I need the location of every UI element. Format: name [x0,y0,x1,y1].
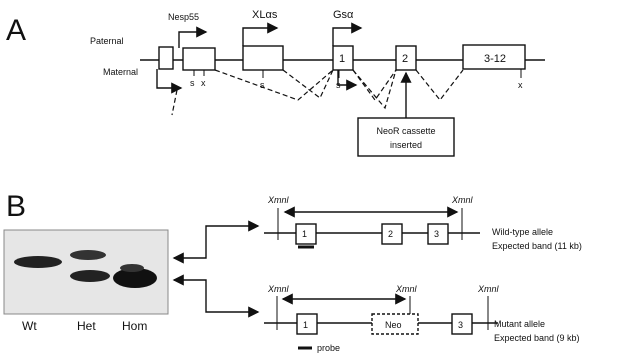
site-s: s [260,80,265,90]
nesp55-small-exon [159,47,173,69]
lane-wt: Wt [22,319,37,333]
mut-neo-label: Neo [385,320,402,330]
splice-line [353,70,396,108]
maternal-promoter-arrow [157,69,181,88]
exon-2-label: 2 [402,53,408,65]
mut-right-xmnl: Xmnl [477,284,500,294]
mut-exon-1-label: 1 [303,320,308,330]
neo-note-line1: NeoR cassette [376,126,435,136]
neo-cassette-box [358,118,454,156]
nesp55-exon [183,48,215,70]
maternal-dashed-tail [172,90,177,115]
probe-legend-label: probe [317,343,340,353]
gsa-promoter-arrow [333,28,361,46]
wt-right-xmnl: Xmnl [451,195,474,205]
mut-caption-2: Expected band (9 kb) [494,333,580,343]
splice-line [283,70,333,98]
mut-caption-1: Mutant allele [494,319,545,329]
exon-1-label: 1 [339,53,345,65]
splice-line [215,70,333,100]
wt-caption-1: Wild-type allele [492,227,553,237]
lane-hom: Hom [122,319,147,333]
lane-het: Het [77,319,96,333]
mutant-pointer-arrow [174,280,258,312]
site-x: x [201,78,206,88]
gsa-label: Gsα [333,9,354,21]
site-s: s [336,80,341,90]
wt-left-xmnl: Xmnl [267,195,290,205]
panel-b-label: B [6,190,26,223]
site-x: x [518,80,523,90]
wt-exon-2-label: 2 [388,229,393,239]
wt-exon-1-label: 1 [302,229,307,239]
wt-exon-3-label: 3 [434,229,439,239]
panel-a-label: A [6,14,26,47]
paternal-label: Paternal [90,36,124,46]
nesp55-label: Nesp55 [168,12,199,22]
site-s: s [190,78,195,88]
neo-note-line2: inserted [390,140,422,150]
mut-exon-3-label: 3 [458,320,463,330]
wildtype-pointer-arrow [174,226,258,258]
wt-caption-2: Expected band (11 kb) [492,241,582,251]
exon-3-12-label: 3-12 [484,53,506,65]
xlas-exon [243,46,283,70]
mut-mid-xmnl: Xmnl [395,284,418,294]
gsa-maternal-arrow [338,70,356,85]
xlas-promoter-arrow [243,28,277,46]
maternal-label: Maternal [103,67,138,77]
nesp55-promoter-arrow [179,32,206,48]
splice-line [416,70,463,100]
mut-left-xmnl: Xmnl [267,284,290,294]
southern-blot-gel [4,230,168,314]
xlas-label: XLαs [252,9,278,21]
